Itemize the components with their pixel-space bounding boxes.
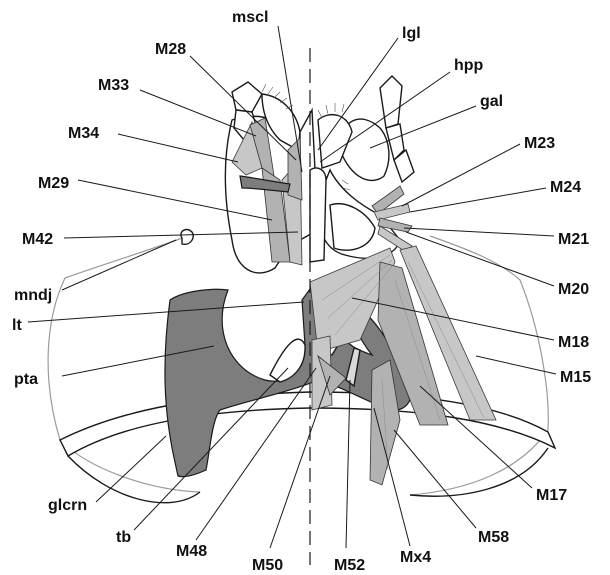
- label-M23: M23: [524, 135, 555, 152]
- right-maxilla: [318, 76, 414, 258]
- label-M34: M34: [68, 125, 99, 142]
- label-M50: M50: [252, 557, 283, 574]
- label-glcrn: glcrn: [48, 497, 87, 514]
- label-mscl: mscl: [232, 9, 268, 26]
- leader-mndj: [62, 240, 176, 290]
- label-M18: M18: [558, 334, 589, 351]
- label-mndj: mndj: [14, 287, 52, 304]
- label-tb: tb: [116, 529, 131, 546]
- leader-M23: [402, 144, 520, 206]
- label-hpp: hpp: [454, 57, 484, 74]
- label-lt: lt: [12, 317, 22, 334]
- label-M24: M24: [550, 179, 581, 196]
- label-M28: M28: [155, 41, 186, 58]
- label-M15: M15: [560, 369, 591, 386]
- leader-M58: [394, 430, 476, 528]
- label-M48: M48: [176, 543, 207, 560]
- leader-M34: [118, 134, 238, 162]
- label-gal: gal: [480, 93, 503, 110]
- leader-lines: [28, 26, 556, 548]
- label-M42: M42: [22, 231, 53, 248]
- leader-lt: [28, 302, 304, 322]
- label-M17: M17: [536, 487, 567, 504]
- labium-median: [310, 168, 326, 262]
- label-lgl: lgl: [402, 25, 421, 42]
- leader-glcrn: [96, 436, 166, 502]
- label-pta: pta: [14, 371, 38, 388]
- leader-M21: [404, 228, 554, 236]
- label-M29: M29: [38, 175, 69, 192]
- right-palp-segment-1: [380, 76, 402, 128]
- label-Mx4: Mx4: [400, 549, 431, 566]
- occipital-rim: [68, 448, 548, 503]
- left-maxilla: [181, 82, 318, 273]
- label-M58: M58: [478, 529, 509, 546]
- label-M21: M21: [558, 231, 589, 248]
- mandibular-joint: [181, 230, 193, 245]
- left-palp-segment-1: [232, 82, 262, 112]
- labels: mscl lgl M28 hpp M33 gal M34 M23 M29 M24…: [12, 9, 591, 574]
- leader-M15: [476, 356, 556, 374]
- label-M52: M52: [334, 557, 365, 574]
- label-M33: M33: [98, 77, 129, 94]
- label-M20: M20: [558, 281, 589, 298]
